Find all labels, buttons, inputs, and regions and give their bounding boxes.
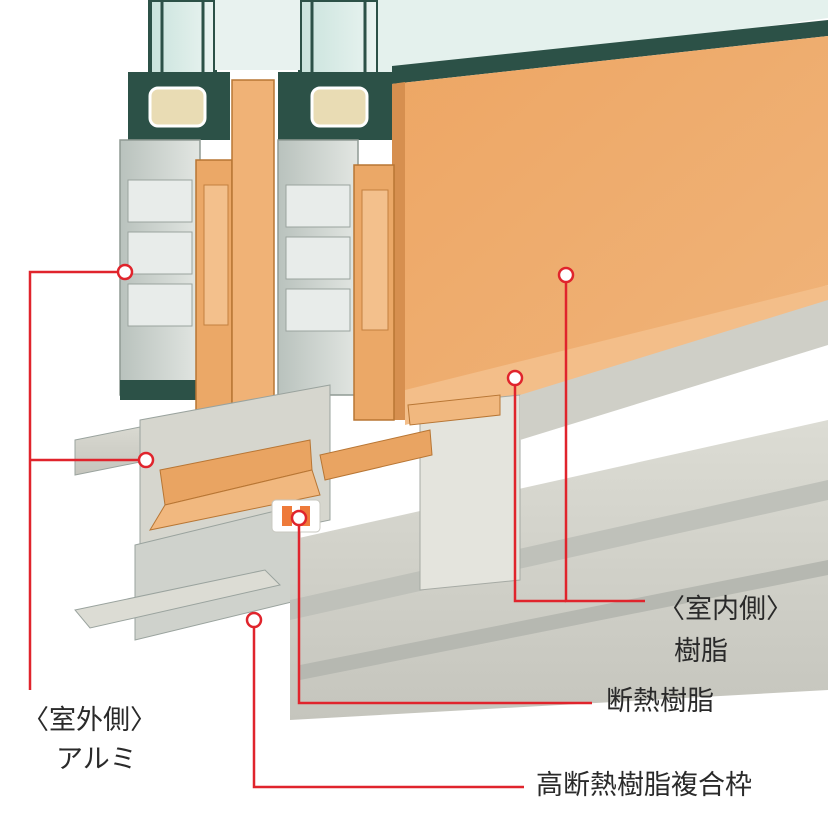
leader-frame	[252, 620, 524, 789]
marker-frame	[245, 611, 263, 629]
frame-resin-channels	[148, 394, 501, 531]
outer-sash-resin	[195, 79, 275, 416]
leader-indoor-frame-resin	[513, 378, 566, 603]
marker-indoor-frame-resin	[506, 369, 524, 387]
outer-sash-aluminum	[119, 139, 201, 400]
inner-sash-resin	[353, 164, 395, 421]
marker-thermal-break	[290, 509, 308, 527]
label-indoor-material: 樹脂	[674, 636, 728, 667]
leader-lines	[28, 270, 645, 789]
label-indoor-side: 〈室内側〉	[658, 594, 793, 625]
marker-outdoor-aluminum	[116, 263, 134, 281]
callout-markers	[116, 263, 575, 629]
label-outdoor-side: 〈室外側〉	[22, 705, 157, 736]
label-thermal-break: 断熱樹脂	[606, 686, 714, 717]
indoor-resin-face	[392, 36, 828, 425]
label-frame: 高断熱樹脂複合枠	[536, 770, 752, 801]
marker-outdoor-frame	[137, 451, 155, 469]
inner-sash-aluminum	[277, 139, 359, 396]
marker-indoor-resin	[557, 266, 575, 284]
leader-outdoor-aluminum	[28, 270, 125, 690]
leader-thermal-break	[297, 518, 592, 705]
label-outdoor-material: アルミ	[56, 744, 137, 775]
glazing-gaskets	[128, 20, 828, 140]
